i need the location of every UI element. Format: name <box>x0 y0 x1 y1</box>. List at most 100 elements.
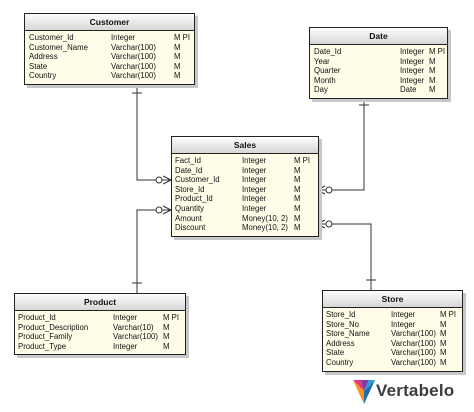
column-name: Product_Type <box>18 341 67 351</box>
zero-ring-product <box>155 206 163 214</box>
many-crow-product-1 <box>162 205 172 211</box>
column-name: Product_Family <box>18 332 73 342</box>
column-flags: M <box>294 184 301 194</box>
vertabelo-logo-icon <box>353 380 375 404</box>
column-row[interactable]: Product_Description Varchar(10) M <box>15 323 185 333</box>
rel-date-sales <box>317 96 365 191</box>
column-name: Product_Id <box>175 194 213 204</box>
column-name: Store_No <box>326 319 359 329</box>
column-type: Varchar(100) <box>113 332 158 342</box>
column-flags: M <box>440 357 447 367</box>
column-type: Date <box>400 85 417 95</box>
column-type: Integer <box>113 313 138 322</box>
zero-ring-customer <box>155 176 163 184</box>
zero-ring-date <box>325 186 333 194</box>
column-flags: M PI <box>163 313 180 322</box>
column-type: Integer <box>400 66 425 76</box>
column-flags: M <box>294 203 301 213</box>
column-type: Varchar(100) <box>391 357 436 367</box>
many-crow-product-2 <box>162 209 172 215</box>
column-flags: M <box>440 338 447 348</box>
column-type: Varchar(100) <box>391 338 436 348</box>
column-flags: M <box>440 319 447 329</box>
column-type: Integer <box>400 75 425 85</box>
table-title: Product <box>15 294 185 311</box>
column-type: Varchar(100) <box>391 329 436 339</box>
column-flags: M PI <box>440 310 457 319</box>
rel-customer-sales <box>136 84 171 181</box>
column-type: Integer <box>400 56 425 66</box>
column-flags: M <box>294 165 301 175</box>
column-name: Store_Name <box>326 329 370 339</box>
column-type: Varchar(100) <box>391 348 436 358</box>
column-type: Varchar(10) <box>113 322 154 332</box>
column-name: Product_Description <box>18 322 89 332</box>
column-name: Date_Id <box>175 165 203 175</box>
column-flags: M <box>440 348 447 358</box>
column-flags: M <box>163 332 170 342</box>
column-name: Store_Id <box>326 310 356 319</box>
column-row[interactable]: Product_Family Varchar(100) M <box>15 332 185 342</box>
column-flags: M <box>174 52 181 62</box>
column-flags: M <box>163 322 170 332</box>
vertabelo-logo: Vertabelo <box>352 377 468 407</box>
column-name: Month <box>314 75 336 85</box>
column-row[interactable]: Date_Id Integer M <box>172 166 318 176</box>
column-type: Integer <box>242 175 267 185</box>
column-name: Amount <box>175 213 202 223</box>
column-type: Varchar(100) <box>111 61 156 71</box>
column-name: Fact_Id <box>175 156 202 165</box>
column-name: Address <box>29 52 58 62</box>
column-flags: M <box>294 223 301 233</box>
column-flags: M PI <box>294 156 311 165</box>
rel-store-sales <box>317 223 372 290</box>
column-row[interactable]: Store_Name Varchar(100) M <box>323 329 462 339</box>
column-row[interactable]: Month Integer M <box>310 76 447 86</box>
column-flags: M <box>174 71 181 81</box>
column-flags: M <box>440 329 447 339</box>
column-row[interactable]: Fact_Id Integer M PI <box>172 156 318 166</box>
column-flags: M PI <box>174 33 191 42</box>
column-flags: M <box>294 213 301 223</box>
column-name: Customer_Name <box>29 42 88 52</box>
column-type: Integer <box>242 165 267 175</box>
column-name: Quarter <box>314 66 341 76</box>
column-name: Day <box>314 85 328 95</box>
column-flags: M <box>429 75 436 85</box>
column-type: Varchar(100) <box>111 42 156 52</box>
many-crow-customer-1 <box>162 175 172 181</box>
column-type: Varchar(100) <box>111 71 156 81</box>
column-type: Integer <box>242 156 267 165</box>
